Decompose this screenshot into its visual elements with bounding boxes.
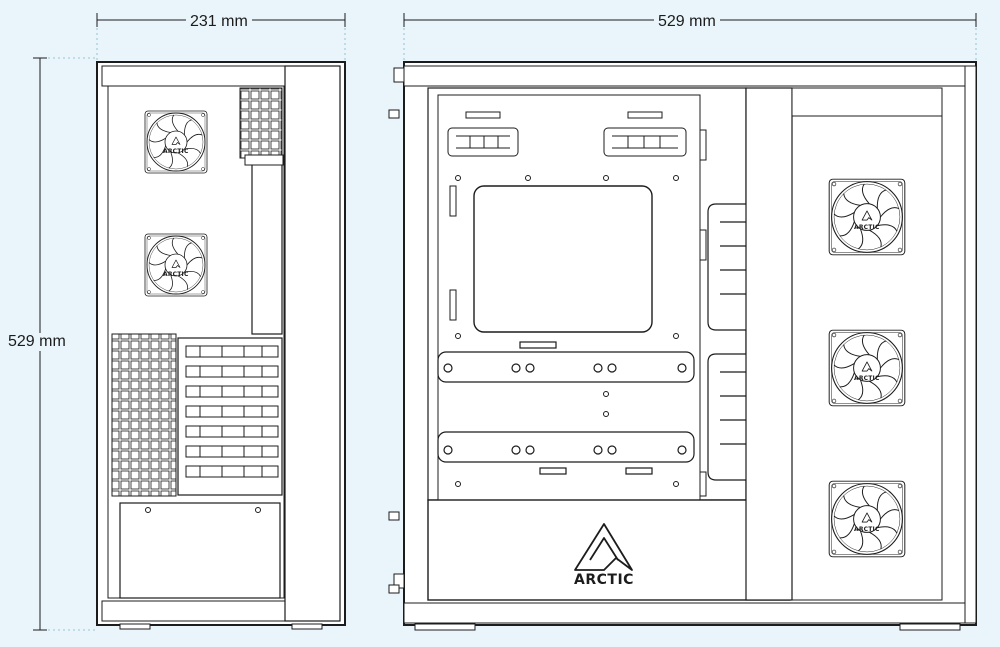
side-slots: [449, 129, 707, 497]
cable-grommets: [447, 111, 687, 157]
front-fan-1: [144, 110, 208, 174]
psu-shroud: [427, 499, 791, 601]
side-fan-2-logo-text: ARCTIC: [854, 375, 880, 382]
height-dimension: 529 mm: [6, 333, 68, 351]
extension-lines: [48, 28, 977, 631]
side-fan-2: [828, 329, 906, 407]
drive-cages: [707, 203, 746, 481]
front-fan-2-logo-text: ARCTIC: [163, 271, 189, 278]
side-fan-3-logo-text: ARCTIC: [854, 526, 880, 533]
standoff-holes: [455, 175, 679, 487]
front-width-dimension: 231 mm: [186, 13, 252, 31]
side-hinges: [388, 67, 405, 594]
side-fan-1-logo-text: ARCTIC: [854, 224, 880, 231]
side-view: [388, 61, 977, 631]
mounting-rails: [437, 341, 695, 475]
side-fan-1: [828, 178, 906, 256]
front-fan-2: [144, 233, 208, 297]
pci-slot-group: [185, 345, 279, 478]
front-fan-1-logo-text: ARCTIC: [163, 148, 189, 155]
side-fan-3: [828, 480, 906, 558]
front-glass-panel: [284, 65, 341, 622]
front-psu-area: [119, 502, 281, 599]
side-width-dimension: 529 mm: [654, 13, 720, 31]
side-brand-logo-text: ARCTIC: [574, 572, 634, 588]
side-glass-panel: [745, 87, 793, 601]
side-logo-mark: [574, 523, 633, 571]
front-view: [96, 61, 346, 630]
cpu-cutout: [473, 185, 653, 333]
front-mesh-right: [239, 87, 283, 159]
front-mesh-lower: [111, 333, 177, 497]
